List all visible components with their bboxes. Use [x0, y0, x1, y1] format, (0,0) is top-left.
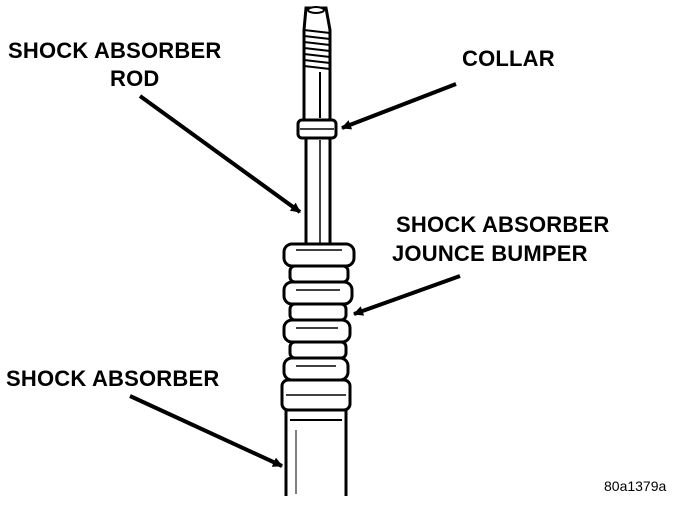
bumper-leader-arrow: [353, 274, 461, 316]
absorber-leader-arrow: [129, 394, 283, 468]
rod-leader-arrow: [138, 94, 302, 214]
absorber-body: [280, 378, 352, 496]
rod-label-line2: ROD: [110, 66, 160, 91]
collar-leader-arrow: [341, 82, 457, 130]
collar-label: COLLAR: [462, 46, 555, 71]
absorber-label: SHOCK ABSORBER: [6, 366, 220, 391]
bumper-label-line1: SHOCK ABSORBER: [396, 212, 610, 237]
jounce-bumper: [282, 242, 356, 382]
bumper-label-line2: JOUNCE BUMPER: [392, 241, 588, 266]
rod-label-line1: SHOCK ABSORBER: [8, 38, 222, 63]
rod: [304, 136, 332, 252]
figure-id: 80a1379a: [604, 478, 667, 494]
collar: [296, 118, 338, 140]
rod-thread: [302, 6, 332, 122]
